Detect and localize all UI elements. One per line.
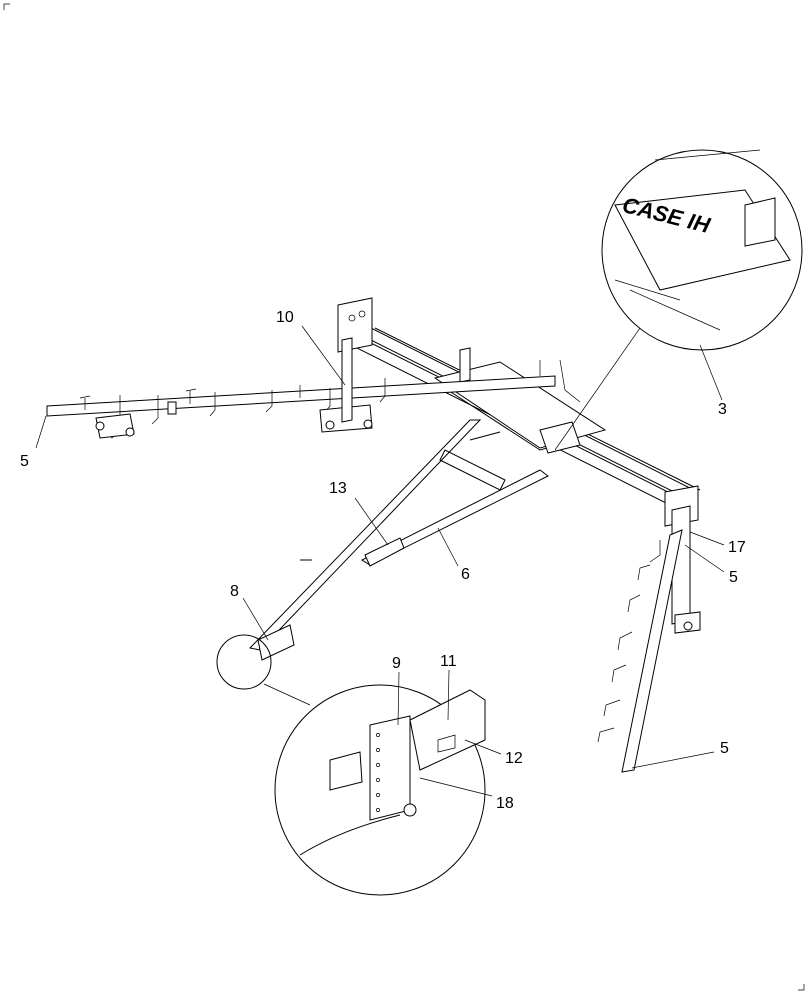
callout-5-right-lower: 5 (720, 740, 729, 757)
right-wing-bar (597, 529, 701, 773)
left-wing-bar (46, 337, 581, 439)
callout-6: 6 (461, 566, 470, 583)
detail-zoom-decal: CASE IH (554, 149, 803, 451)
callout-12: 12 (505, 750, 523, 767)
callout-labels: 3 5 5 5 6 8 9 10 11 12 13 17 18 (20, 309, 746, 812)
hitch-tongue (249, 419, 549, 661)
leader-lines (35, 325, 725, 797)
callout-10: 10 (276, 309, 294, 326)
callout-11: 11 (440, 653, 457, 670)
callout-8: 8 (230, 583, 239, 600)
callout-13: 13 (329, 480, 347, 497)
crop-marks (3, 3, 805, 991)
callout-17: 17 (728, 539, 746, 556)
detail-zoom-hitch (216, 634, 486, 896)
callout-9: 9 (392, 655, 401, 672)
callout-5-left: 5 (20, 453, 29, 470)
callout-5-right-upper: 5 (729, 569, 738, 586)
callout-3: 3 (718, 401, 727, 418)
callout-18: 18 (496, 795, 514, 812)
main-toolbar-frame (337, 297, 701, 625)
